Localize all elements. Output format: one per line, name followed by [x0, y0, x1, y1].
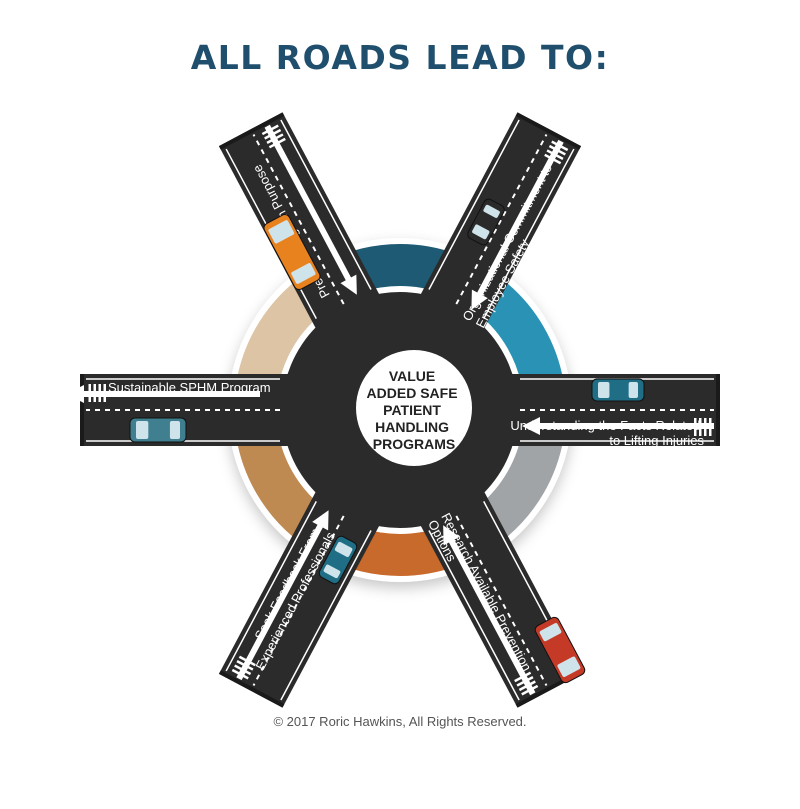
segment-left-bottom: [236, 431, 321, 538]
car-window: [323, 564, 341, 579]
center-line: PROGRAMS: [373, 436, 455, 452]
car-window: [483, 204, 500, 218]
lane-divider: [455, 515, 548, 686]
road-edge-line: [280, 119, 372, 290]
lane-arrow-shaft: [448, 537, 536, 696]
car-window: [557, 656, 581, 677]
car-teal-left: [129, 417, 187, 443]
lane-divider: [252, 134, 345, 305]
center-line: PATIENT: [383, 402, 441, 418]
road-end: [218, 112, 285, 150]
lane-arrow-head: [340, 274, 357, 295]
road-label-line: Understanding the Facts Related: [510, 418, 700, 433]
road-label-line: to Lifting Injuries: [609, 433, 704, 448]
lane-arrow-head: [522, 417, 540, 435]
car-orange-bus: [263, 214, 321, 290]
car-blue-bottom: [318, 535, 358, 585]
center-line: VALUE: [389, 368, 435, 384]
lane-arrow-head: [66, 385, 84, 403]
lane-arrow-head: [443, 525, 460, 546]
car-window: [136, 421, 149, 439]
road-end: [218, 670, 285, 708]
segment-left-top: [236, 282, 321, 389]
page-title: ALL ROADS LEAD TO:: [190, 38, 610, 77]
road-edge-line: [280, 530, 372, 701]
copyright-notice: © 2017 Roric Hawkins, All Rights Reserve…: [273, 714, 527, 729]
segment-right-top: [479, 282, 564, 389]
lane-arrow-shaft: [264, 124, 352, 283]
center-title: VALUE ADDED SAFE PATIENT HANDLING PROGRA…: [367, 368, 462, 452]
car-window: [291, 263, 316, 284]
road-label-facts: Understanding the Facts Related to Lifti…: [510, 418, 704, 448]
cars: [129, 198, 645, 684]
car-window: [628, 382, 638, 398]
car-blue-right: [591, 378, 645, 402]
road-label-sustainable: Sustainable SPHM Program: [108, 380, 271, 395]
lane-arrow-shaft: [476, 139, 564, 298]
car-red-bus: [534, 616, 586, 684]
car-window: [539, 623, 562, 642]
lane-arrow-head: [471, 289, 488, 310]
lane-arrow-shaft: [84, 391, 260, 397]
center-line: ADDED SAFE: [367, 385, 458, 401]
road-edge-line: [428, 119, 520, 290]
center-circle: [356, 350, 472, 466]
car-window: [268, 220, 295, 244]
road-end: [80, 374, 84, 446]
car-window: [334, 541, 353, 557]
lane-arrow-head: [312, 510, 329, 531]
road-end: [716, 374, 720, 446]
road-end: [515, 112, 582, 150]
car-window: [472, 224, 490, 240]
car-black: [467, 198, 505, 246]
center-line: HANDLING: [375, 419, 449, 435]
road-edge-line: [225, 501, 317, 672]
lane-arrow-shaft: [538, 423, 714, 429]
road-edge-line: [428, 530, 520, 701]
road-edge-line: [483, 148, 575, 319]
lane-divider: [455, 134, 548, 305]
lane-divider: [252, 515, 345, 686]
car-window: [169, 421, 180, 439]
segment-right-bottom: [479, 431, 564, 538]
car-window: [598, 382, 610, 398]
lane-arrow-shaft: [236, 522, 324, 681]
